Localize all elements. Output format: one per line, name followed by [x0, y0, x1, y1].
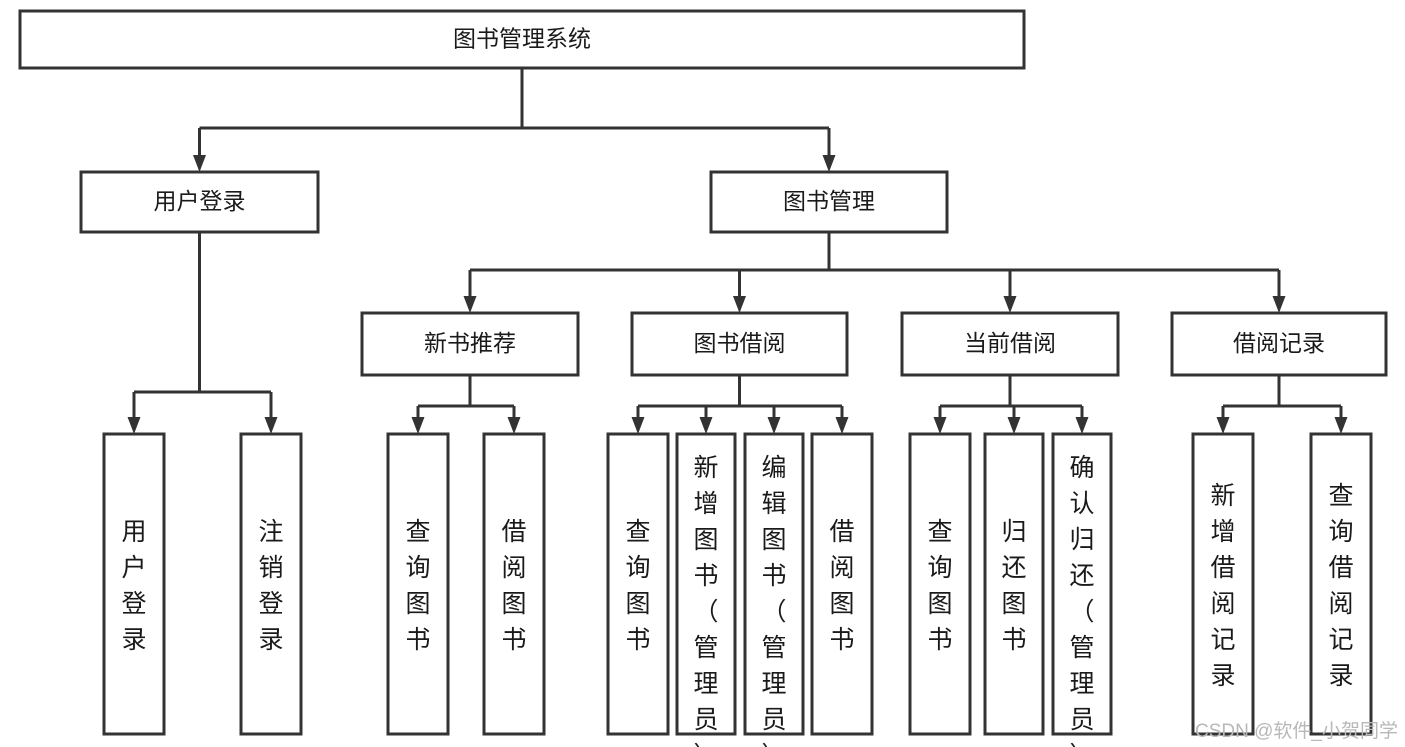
node-box[interactable] [900, 311, 1120, 377]
bookmgmt-to-level3-arrow-2 [1003, 296, 1017, 313]
node-leaf-leaf-add-book-admin[interactable]: 新增图书（管理员） [675, 432, 737, 747]
node-box[interactable] [18, 9, 1026, 70]
node-box[interactable] [630, 311, 849, 377]
node-box[interactable] [1309, 432, 1373, 736]
node-box[interactable] [743, 432, 805, 736]
node-box[interactable] [386, 432, 450, 736]
node-level3-borrow-record[interactable]: 借阅记录 [1170, 311, 1388, 377]
node-label: 新书推荐 [424, 330, 516, 356]
node-label: 图书管理系统 [453, 26, 591, 52]
node-leaf-leaf-query-borrow-record[interactable]: 查询借阅记录 [1309, 432, 1373, 736]
node-box[interactable] [908, 432, 972, 736]
node-box[interactable] [239, 432, 303, 736]
node-leaf-leaf-query-book-current[interactable]: 查询图书 [908, 432, 972, 736]
node-leaf-leaf-edit-book-admin[interactable]: 编辑图书（管理员） [743, 432, 805, 747]
node-label: 借阅图书 [829, 518, 854, 654]
book-borrow-to-leaves-arrow-1 [699, 417, 713, 434]
node-leaf-leaf-borrow-book-rec[interactable]: 借阅图书 [482, 432, 546, 736]
node-box[interactable] [79, 170, 320, 234]
node-leaf-leaf-query-book-rec[interactable]: 查询图书 [386, 432, 450, 736]
book-borrow-to-leaves-arrow-3 [835, 417, 849, 434]
node-leaf-leaf-query-book-borrow[interactable]: 查询图书 [606, 432, 670, 736]
node-leaf-leaf-return-book[interactable]: 归还图书 [983, 432, 1045, 736]
node-label: 新增图书（管理员） [693, 454, 718, 747]
node-box[interactable] [1191, 432, 1255, 736]
node-layer: 图书管理系统用户登录图书管理新书推荐图书借阅当前借阅借阅记录用户登录注销登录查询… [18, 9, 1388, 747]
node-label: 注销登录 [258, 518, 283, 654]
node-box[interactable] [360, 311, 580, 377]
node-label: 查询图书 [625, 518, 650, 654]
bookmgmt-to-level3-arrow-1 [733, 296, 746, 313]
node-label: 确认归还（管理员） [1069, 454, 1094, 747]
node-label: 当前借阅 [964, 330, 1056, 356]
node-level2-user-login[interactable]: 用户登录 [79, 170, 320, 234]
book-borrow-to-leaves-arrow-2 [767, 417, 781, 434]
bookmgmt-to-level3-arrow-0 [463, 296, 477, 313]
node-leaf-leaf-confirm-return-admin[interactable]: 确认归还（管理员） [1051, 432, 1113, 747]
node-level3-current-borrow[interactable]: 当前借阅 [900, 311, 1120, 377]
node-box[interactable] [1170, 311, 1388, 377]
connector-layer [127, 68, 1348, 434]
node-box[interactable] [709, 170, 949, 234]
node-leaf-leaf-user-login[interactable]: 用户登录 [102, 432, 166, 736]
node-box[interactable] [1051, 432, 1113, 736]
node-box[interactable] [482, 432, 546, 736]
node-level2-book-management[interactable]: 图书管理 [709, 170, 949, 234]
root-to-level2-arrow-1 [822, 155, 836, 172]
borrow-record-to-leaves-arrow-0 [1216, 417, 1230, 434]
node-label: 用户登录 [121, 518, 146, 654]
node-box[interactable] [102, 432, 166, 736]
node-label: 新增借阅记录 [1210, 482, 1235, 690]
node-label: 编辑图书（管理员） [761, 454, 786, 747]
node-level3-book-borrow[interactable]: 图书借阅 [630, 311, 849, 377]
new-book-recommend-to-leaves-arrow-1 [507, 417, 521, 434]
csdn-watermark: CSDN @软件_小贺同学 [1195, 720, 1398, 742]
node-level3-new-book-recommend[interactable]: 新书推荐 [360, 311, 580, 377]
node-leaf-leaf-logout[interactable]: 注销登录 [239, 432, 303, 736]
node-root-root[interactable]: 图书管理系统 [18, 9, 1026, 70]
current-borrow-to-leaves-arrow-0 [933, 417, 947, 434]
node-label: 查询图书 [927, 518, 952, 654]
book-borrow-to-leaves-arrow-0 [631, 417, 645, 434]
user-login-to-leaves-arrow-0 [127, 417, 141, 434]
node-box[interactable] [810, 432, 874, 736]
new-book-recommend-to-leaves-arrow-0 [411, 417, 425, 434]
node-label: 借阅图书 [501, 518, 526, 654]
node-label: 用户登录 [154, 188, 246, 214]
node-box[interactable] [675, 432, 737, 736]
node-label: 查询图书 [405, 518, 430, 654]
current-borrow-to-leaves-arrow-2 [1075, 417, 1089, 434]
node-label: 查询借阅记录 [1328, 482, 1353, 690]
borrow-record-to-leaves-arrow-1 [1334, 417, 1348, 434]
node-label: 图书管理 [783, 188, 875, 214]
node-box[interactable] [606, 432, 670, 736]
root-to-level2-arrow-0 [193, 155, 206, 172]
node-label: 借阅记录 [1233, 330, 1325, 356]
bookmgmt-to-level3-arrow-3 [1272, 296, 1286, 313]
node-box[interactable] [983, 432, 1045, 736]
node-leaf-leaf-add-borrow-record[interactable]: 新增借阅记录 [1191, 432, 1255, 736]
node-label: 图书借阅 [694, 330, 786, 356]
user-login-to-leaves-arrow-1 [264, 417, 278, 434]
current-borrow-to-leaves-arrow-1 [1007, 417, 1021, 434]
node-leaf-leaf-borrow-book[interactable]: 借阅图书 [810, 432, 874, 736]
node-label: 归还图书 [1001, 518, 1026, 654]
